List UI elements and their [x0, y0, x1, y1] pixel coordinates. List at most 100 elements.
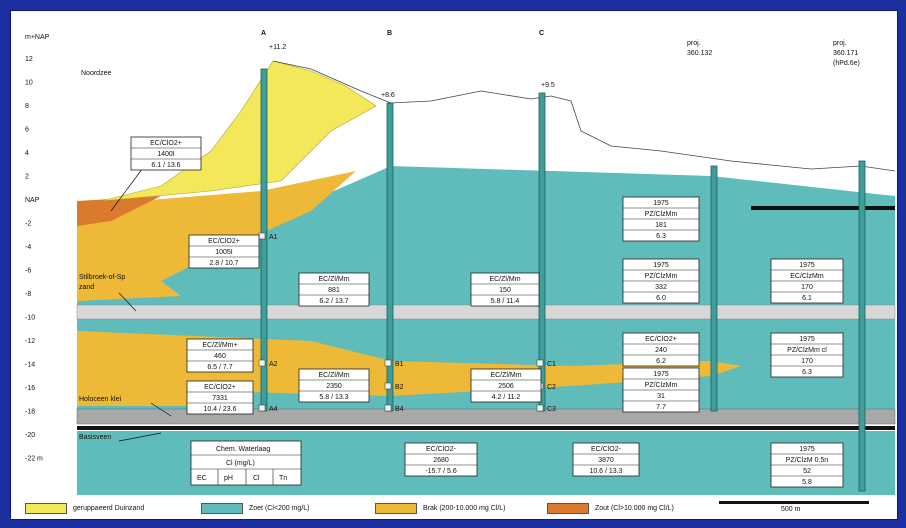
scale-bar-line — [719, 501, 869, 504]
well-a — [260, 68, 268, 412]
sample-box-row: 6.2 — [656, 358, 666, 365]
key-ph: pH — [224, 475, 233, 482]
sample-box-row: 6.3 — [656, 233, 666, 240]
sample-box-row: 1975 — [799, 446, 815, 453]
sample-box-row: EC/ClO2- — [426, 446, 457, 453]
y-tick-label: -18 — [25, 409, 35, 416]
well-tag-a2: A2 — [269, 361, 278, 368]
well-tag-a1: A1 — [269, 234, 278, 241]
sample-box-row: EC/ClO2+ — [208, 238, 240, 245]
pointer-basisveen — [118, 432, 162, 442]
legend-item-fresh: Zoet (Cl<200 mg/L) — [201, 503, 310, 514]
zone-1-line2: zand — [79, 284, 94, 291]
legend-item-brackish: Brak (200-10.000 mg Cl/L) — [375, 503, 505, 514]
legend-swatch-dune — [25, 503, 67, 514]
sample-box-row: 6.5 / 7.7 — [207, 364, 232, 371]
y-tick-label: 6 — [25, 127, 29, 134]
filter-marker — [536, 359, 544, 367]
sample-box-row: 7331 — [212, 395, 228, 402]
sample-box-row: 170 — [801, 358, 813, 365]
filter-marker — [258, 359, 266, 367]
salt-zone — [77, 196, 161, 226]
sample-box-row: 4.2 / 11.2 — [492, 394, 521, 401]
brackish-zone-left — [77, 341, 311, 406]
proj-value-1: 360.132 — [687, 50, 712, 57]
sample-box-row: EC/ClO2+ — [645, 336, 677, 343]
sample-box-row: PZ/ClzM 0.5n — [786, 457, 829, 464]
y-tick-label: -10 — [25, 315, 35, 322]
y-tick-label: -8 — [25, 291, 31, 298]
sample-box-row: 10.6 / 13.3 — [589, 468, 622, 475]
legend-swatch-fresh — [201, 503, 243, 514]
dune-sand — [100, 60, 377, 202]
basisveen-line — [77, 426, 895, 430]
pointer-zone1 — [118, 292, 137, 312]
sample-box-row: 332 — [655, 284, 667, 291]
peat-bar-right — [751, 206, 895, 210]
sample-box-row: EC/ClzMm — [790, 273, 824, 280]
sample-box-row: 150 — [499, 287, 511, 294]
sample-box-row: PZ/ClzMm cl — [787, 347, 827, 354]
key-row2: Cl (mg/L) — [226, 460, 255, 467]
sample-box-row: 7.7 — [656, 404, 666, 411]
sample-box-row: 881 — [328, 287, 340, 294]
y-tick-label: 4 — [25, 150, 29, 157]
sample-box-row: 5.8 / 11.4 — [491, 298, 520, 305]
sample-box-row: 6.1 / 13.6 — [151, 162, 180, 169]
y-tick-label: NAP — [25, 197, 40, 204]
filter-marker — [384, 359, 392, 367]
proj-note-2: (hPd.6e) — [833, 60, 860, 67]
y-tick-label: -6 — [25, 268, 31, 275]
y-tick-label: 12 — [25, 56, 33, 63]
zone-basisveen: Basisveen — [79, 434, 111, 441]
sample-box-row: EC/ClO2+ — [150, 140, 182, 147]
sample-box-row: 5.8 / 13.3 — [319, 394, 348, 401]
sample-box-row: 1975 — [653, 262, 669, 269]
sample-box-row: 2.8 / 10.7 — [209, 260, 238, 267]
y-tick-label: -12 — [25, 338, 35, 345]
scale-bar-label: 500 m — [781, 506, 801, 513]
well-tag-c3: C3 — [547, 406, 556, 413]
proj-label-1: proj. — [687, 40, 701, 47]
proj-value-2: 360.171 — [833, 50, 858, 57]
filter-marker — [536, 404, 544, 412]
sample-box-row: 6.3 — [802, 369, 812, 376]
legend-swatch-salt — [547, 503, 589, 514]
sample-box-row: 3870 — [598, 457, 614, 464]
zone-1-line1: Stilbroek-of-Sp — [79, 274, 125, 281]
sample-box-row: 6.1 — [802, 295, 812, 302]
legend: geruppaeerd Duinzand Zoet (Cl<200 mg/L) … — [11, 499, 897, 519]
well-d — [710, 165, 718, 412]
ground-surface — [272, 60, 896, 172]
y-tick-label: 10 — [25, 80, 33, 87]
filter-marker — [258, 404, 266, 412]
elevation-c: +9.5 — [541, 82, 555, 89]
y-tick-label: 2 — [25, 174, 29, 181]
sample-box-row: 2680 — [433, 457, 449, 464]
well-tag-b1: B1 — [395, 361, 404, 368]
sample-box-row: 6.2 / 13.7 — [319, 298, 348, 305]
section-point-b: B — [387, 30, 392, 37]
sample-box-row: 1975 — [653, 200, 669, 207]
scale-bar: 500 m — [719, 501, 869, 513]
y-axis-unit: m+NAP — [25, 34, 50, 41]
well-e — [858, 160, 866, 492]
sample-box-row: PZ/ClzMm — [645, 273, 678, 280]
legend-label-fresh: Zoet (Cl<200 mg/L) — [249, 505, 310, 512]
zone-noordzee: Noordzee — [81, 70, 111, 77]
sample-box-row: EC/Zl/Mm — [489, 276, 520, 283]
y-tick-label: -22 m — [25, 456, 43, 463]
hydrogeological-cross-section: m+NAP 12108642NAP-2-4-6-8-10-12-14-16-18… — [25, 30, 896, 495]
sample-box-row: 170 — [801, 284, 813, 291]
legend-item-dune: geruppaeerd Duinzand — [25, 503, 144, 514]
